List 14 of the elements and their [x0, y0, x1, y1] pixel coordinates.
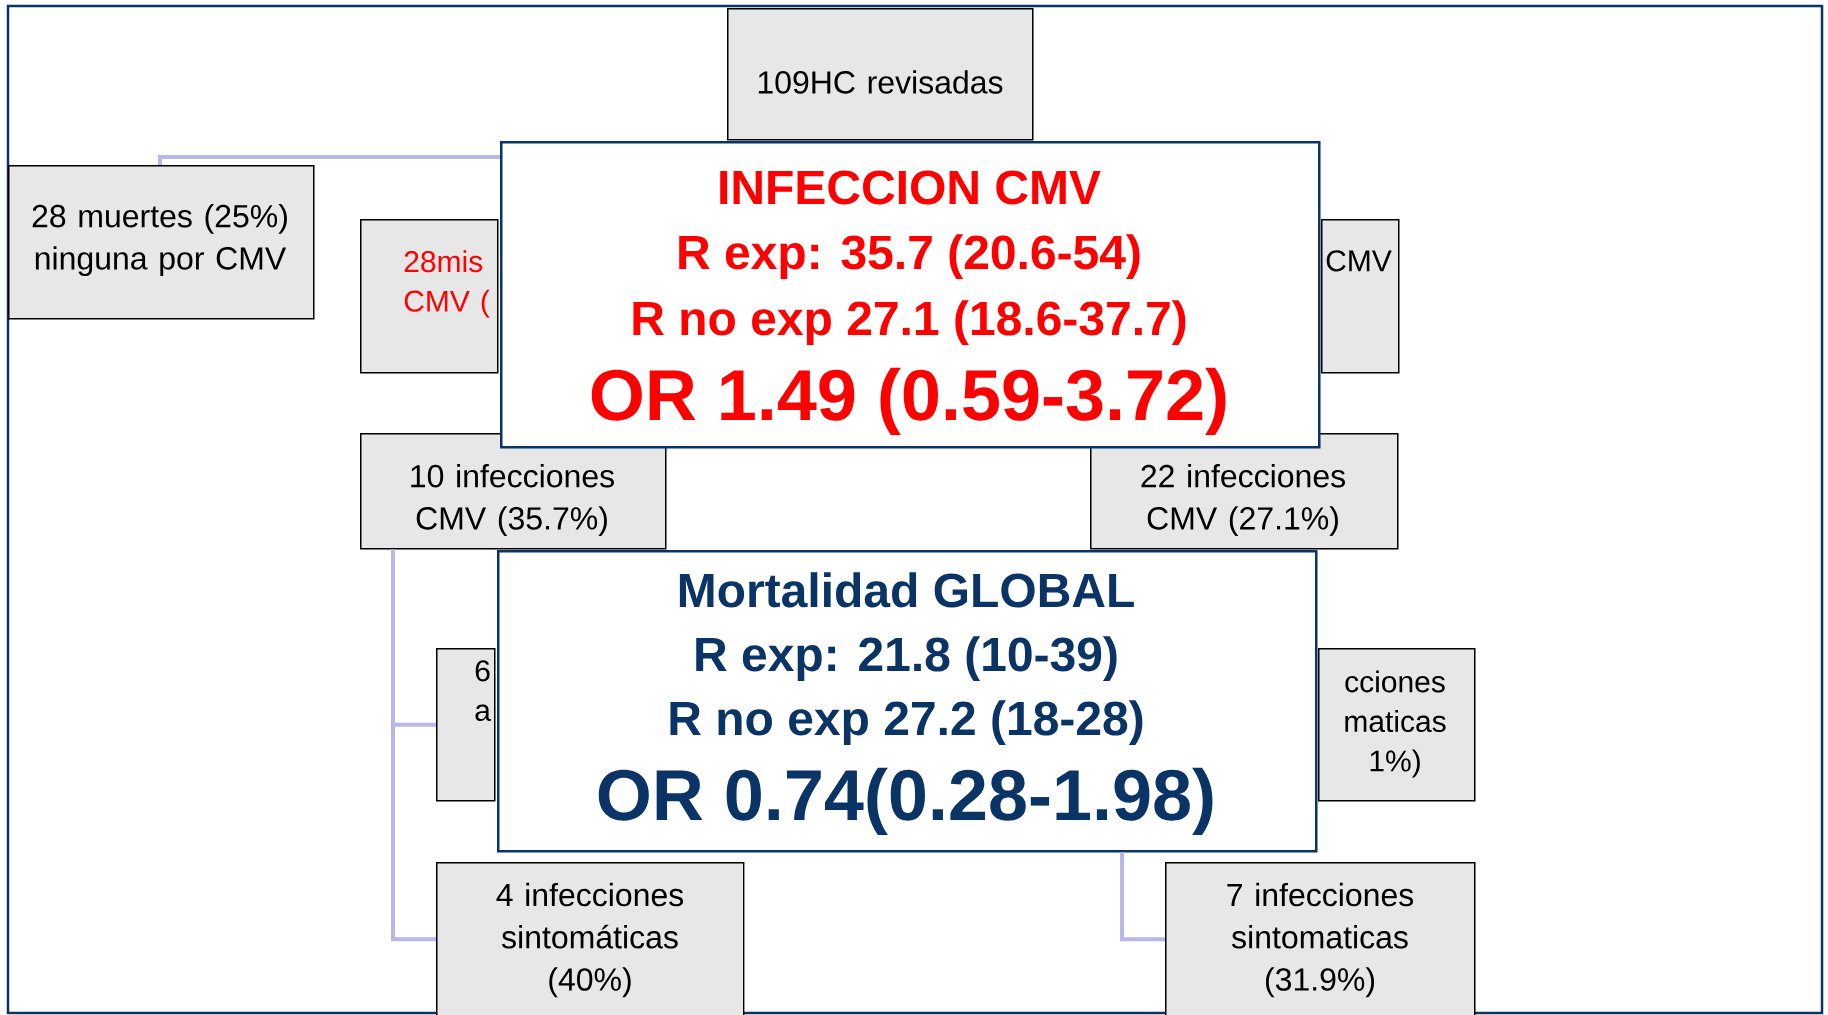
connector-line — [391, 549, 436, 942]
process-box: cciones maticas 1%) — [1318, 648, 1476, 802]
process-box: 4 infecciones sintomáticas (40%) — [436, 862, 745, 1015]
process-box: 28mis CMV ( — [360, 219, 499, 374]
result-box: Mortalidad GLOBAL R exp: 21.8 (10-39) R no exp 27.2 (18-28) OR 0.74(0.28-1.98) — [497, 550, 1318, 853]
process-box: 6 a — [436, 648, 496, 802]
result-box: INFECCION CMV R exp: 35.7 (20.6-54) R no exp 27.1 (18.6-37.7) OR 1.49 (0.59-3.72) — [500, 141, 1321, 449]
process-box: 7 infecciones sintomaticas (31.9%) — [1165, 862, 1476, 1015]
process-box: 10 infecciones CMV (35.7%) — [360, 433, 667, 550]
process-box: 109HC revisadas — [727, 8, 1034, 141]
connector-line — [1120, 852, 1165, 942]
process-box: CMV — [1321, 219, 1400, 374]
process-box: 28 muertes (25%) ninguna por CMV — [8, 165, 315, 320]
connector-line — [158, 155, 500, 165]
